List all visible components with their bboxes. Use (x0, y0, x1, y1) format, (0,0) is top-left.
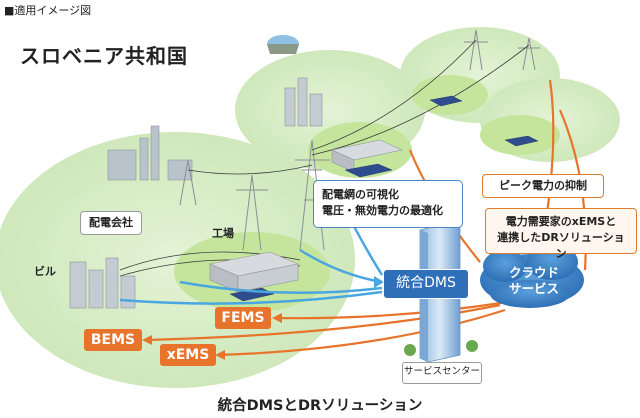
country-title: スロベニア共和国 (20, 44, 188, 68)
dr-solution-box: 電力需要家のxEMSと 連携したDRソリューション (485, 208, 637, 260)
figure-label: ■適用イメージ図 (4, 4, 92, 17)
diagram-title: 統合DMSとDRソリューション (217, 398, 423, 414)
peak-suppression-box: ピーク電力の抑制 (482, 174, 604, 198)
cloud-service-label: クラウド サービス (488, 265, 580, 297)
cloud-line2: サービス (508, 281, 559, 296)
fems-badge: FEMS (215, 307, 271, 329)
factory-label: 工場 (212, 227, 234, 240)
xems-badge: xEMS (160, 344, 216, 366)
pylons (179, 29, 540, 251)
distribution-visualization-box: 配電網の可視化 電圧・無効電力の最適化 (313, 180, 463, 228)
bems-badge: BEMS (84, 329, 142, 351)
building-label: ビル (34, 265, 56, 278)
region-solar-e (480, 115, 560, 155)
power-plant (107, 125, 193, 181)
factory-buildings (208, 139, 403, 293)
dam-icon (267, 35, 299, 54)
distribution-vis-line1: 配電網の可視化 (322, 188, 399, 201)
region-solar-n (412, 75, 488, 115)
city-buildings (69, 77, 323, 309)
dr-solution-line2: 連携したDRソリューション (497, 231, 625, 260)
service-center-label: サービスセンター (402, 362, 482, 384)
cloud-line1: クラウド (508, 265, 559, 280)
dr-solution-line1: 電力需要家のxEMSと (505, 215, 617, 228)
trees (404, 340, 478, 356)
distribution-vis-line2: 電圧・無効電力の最適化 (322, 204, 443, 217)
arrow-heads-blue (374, 276, 384, 288)
integrated-dms-box: 統合DMS (383, 269, 469, 299)
arrow-heads (142, 313, 282, 360)
distribution-company-label: 配電会社 (80, 211, 142, 235)
